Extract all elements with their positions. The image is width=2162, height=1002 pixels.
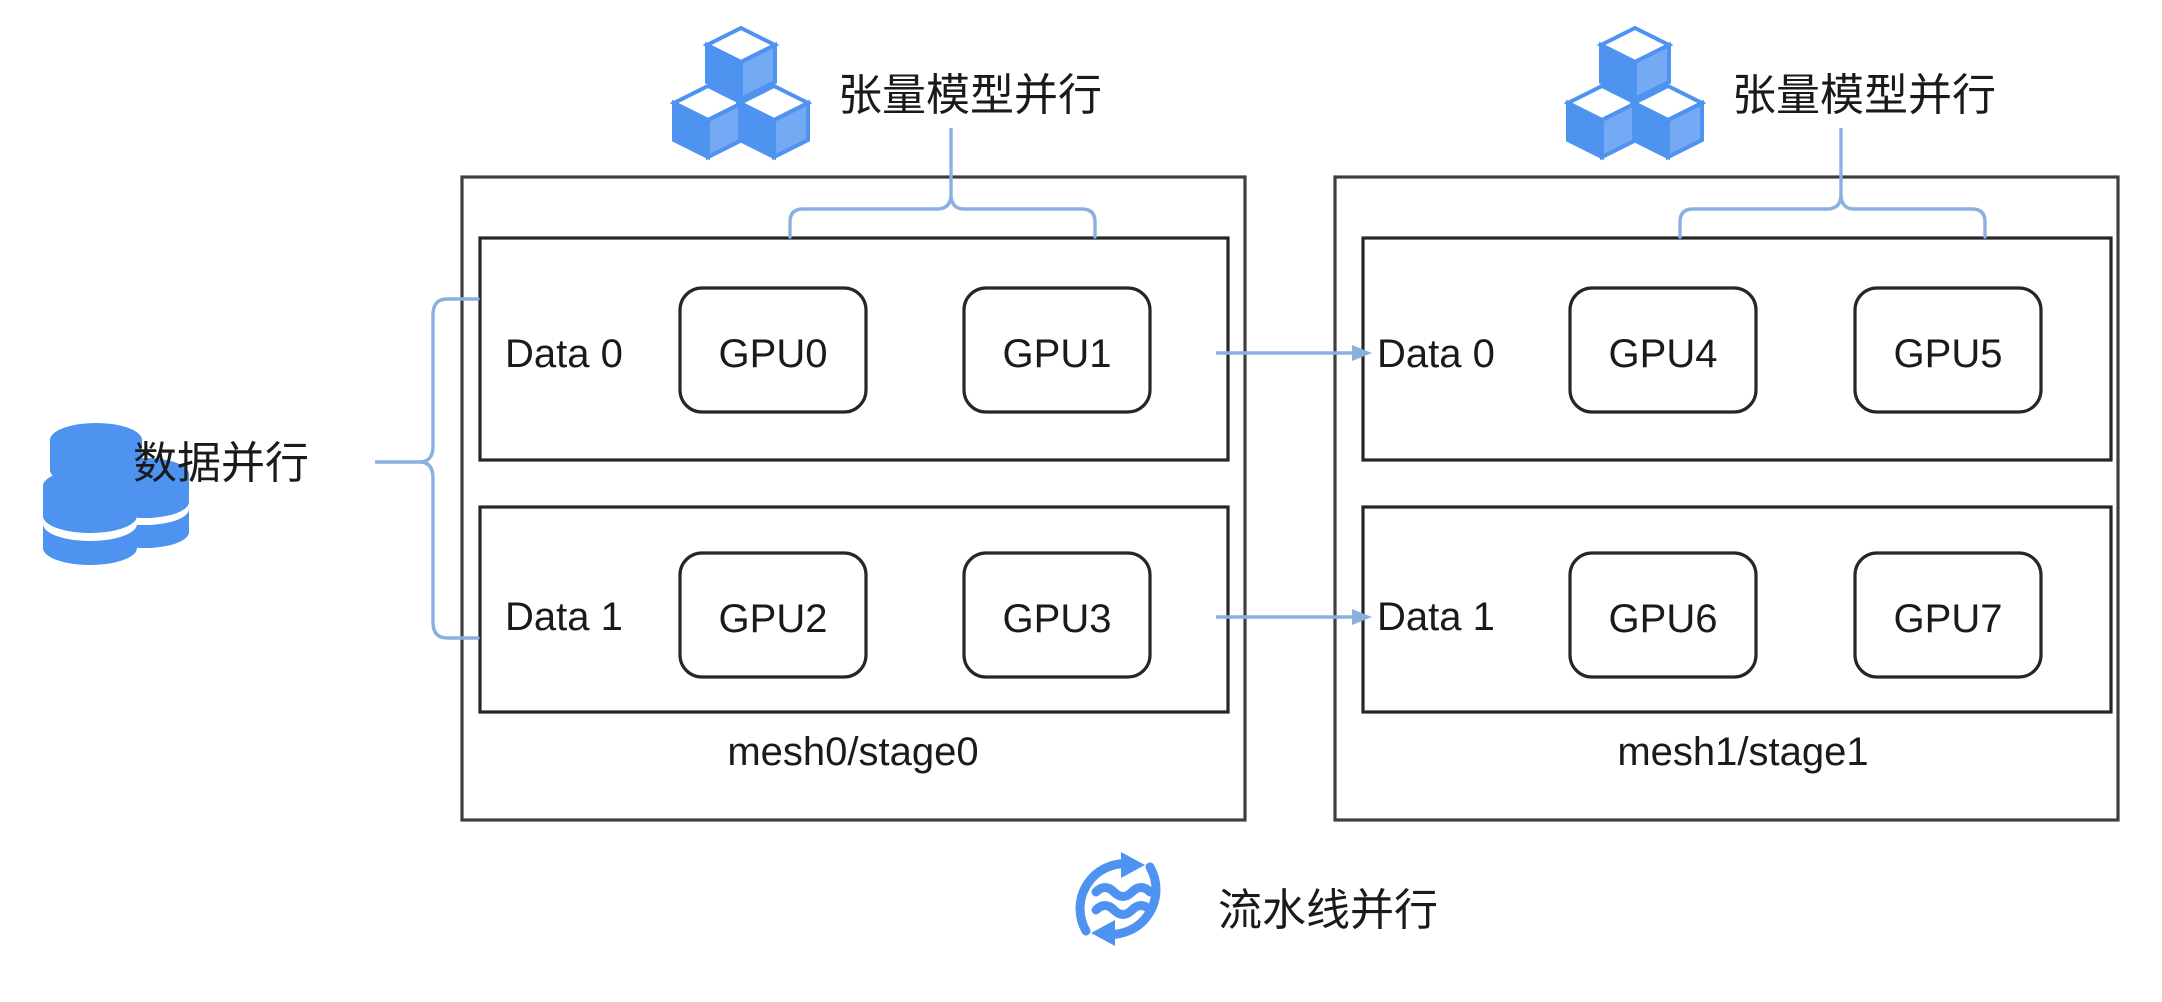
gpu-label-gpu3: GPU3 <box>1003 597 1112 641</box>
gpu-box-gpu6[interactable] <box>1568 551 1758 679</box>
gpu-box-gpu0[interactable] <box>678 286 868 414</box>
gpu-label-gpu1: GPU1 <box>1003 332 1112 376</box>
mesh1-caption: mesh1/stage1 <box>1617 730 1868 774</box>
gpu-label-gpu5: GPU5 <box>1894 332 2003 376</box>
data-parallel-label: 数据并行 <box>133 438 309 489</box>
database-stack-icon <box>43 423 189 565</box>
mesh1-data0-label: Data 0 <box>1377 332 1495 376</box>
tensor-parallel-brace-right <box>1678 128 1987 239</box>
gpu-box-gpu3[interactable] <box>962 551 1152 679</box>
mesh0-data0-label: Data 0 <box>505 332 623 376</box>
pipeline-parallel-label: 流水线并行 <box>1218 885 1438 936</box>
gpu-box-gpu2[interactable] <box>678 551 868 679</box>
mesh0-caption: mesh0/stage0 <box>727 730 978 774</box>
mesh1-data1-label: Data 1 <box>1377 595 1495 639</box>
gpu-box-gpu4[interactable] <box>1568 286 1758 414</box>
gpu-label-gpu0: GPU0 <box>719 332 828 376</box>
pipeline-refresh-icon <box>1075 852 1161 946</box>
tensor-parallel-left-label: 张量模型并行 <box>838 70 1102 121</box>
tensor-parallel-brace-left <box>788 128 1097 239</box>
gpu-label-gpu4: GPU4 <box>1609 332 1718 376</box>
gpu-box-gpu7[interactable] <box>1853 551 2043 679</box>
cubes-icon-left <box>669 25 813 161</box>
gpu-label-gpu7: GPU7 <box>1894 597 2003 641</box>
connector-gpu3-to-mesh1-data1 <box>1216 609 1372 625</box>
gpu-box-gpu1[interactable] <box>962 286 1152 414</box>
mesh0-data1-label: Data 1 <box>505 595 623 639</box>
gpu-label-gpu2: GPU2 <box>719 597 828 641</box>
tensor-parallel-right-label: 张量模型并行 <box>1732 70 1996 121</box>
cubes-icon-right <box>1563 25 1707 161</box>
data-parallel-brace <box>375 297 480 640</box>
gpu-box-gpu5[interactable] <box>1853 286 2043 414</box>
gpu-label-gpu6: GPU6 <box>1609 597 1718 641</box>
connector-gpu1-to-mesh1-data0 <box>1216 345 1372 361</box>
